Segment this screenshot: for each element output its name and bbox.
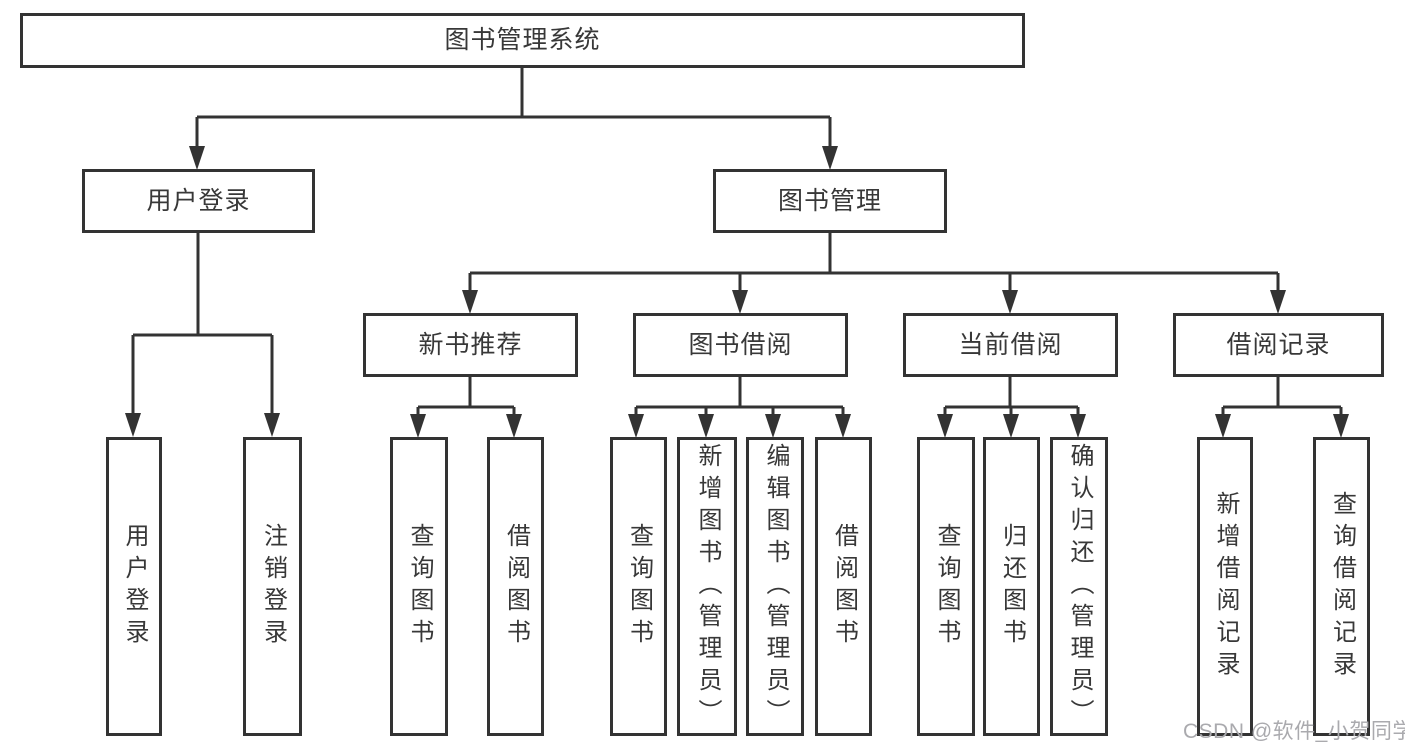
node-leaf-return-books: 归还图书 [983, 437, 1040, 736]
node-new-book-recommendation: 新书推荐 [363, 313, 578, 377]
node-leaf-query-borrow-record: 查询借阅记录 [1313, 437, 1370, 736]
node-book-management: 图书管理 [713, 169, 947, 233]
node-book-borrowing: 图书借阅 [633, 313, 848, 377]
node-leaf-user-login: 用户登录 [106, 437, 162, 736]
node-borrowing-records: 借阅记录 [1173, 313, 1384, 377]
node-library-management-system: 图书管理系统 [20, 13, 1025, 68]
node-user-login: 用户登录 [82, 169, 315, 233]
node-leaf-query-books-1: 查询图书 [390, 437, 448, 736]
node-leaf-query-books-2: 查询图书 [610, 437, 667, 736]
node-leaf-logout: 注销登录 [243, 437, 302, 736]
node-leaf-confirm-return-admin: 确认归还（管理员） [1050, 437, 1108, 736]
arrowhead-icons [125, 146, 1349, 438]
node-leaf-borrow-books-2: 借阅图书 [815, 437, 872, 736]
node-leaf-add-borrow-record: 新增借阅记录 [1197, 437, 1253, 736]
node-leaf-add-books-admin: 新增图书（管理员） [677, 437, 737, 736]
node-current-borrowing: 当前借阅 [903, 313, 1118, 377]
node-leaf-borrow-books-1: 借阅图书 [487, 437, 544, 736]
node-leaf-query-books-3: 查询图书 [917, 437, 975, 736]
csdn-watermark: CSDN @软件_小贺同学 [1183, 720, 1405, 743]
node-leaf-edit-books-admin: 编辑图书（管理员） [746, 437, 804, 736]
